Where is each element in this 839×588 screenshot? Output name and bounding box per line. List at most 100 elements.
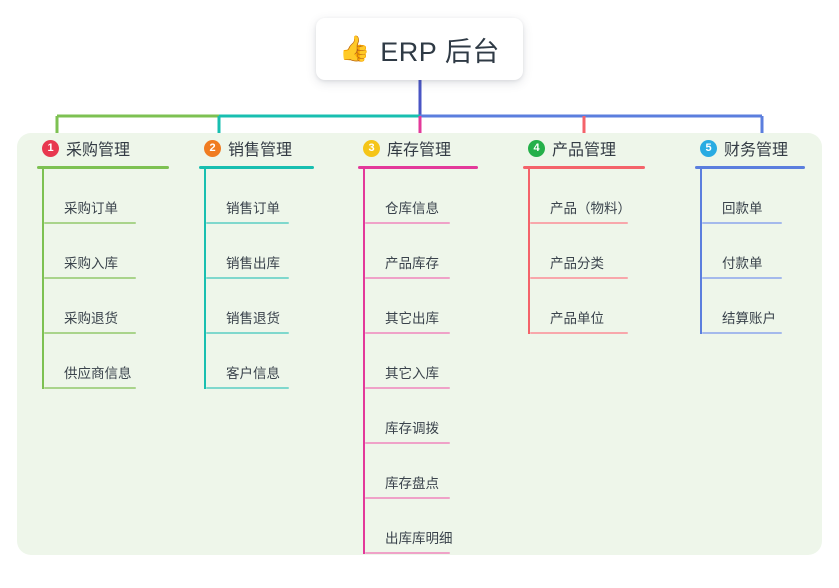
branch-column-5: 5 财务管理回款单付款单结算账户 xyxy=(695,133,805,334)
child-item-underline xyxy=(365,552,450,554)
child-item[interactable]: 客户信息 xyxy=(204,334,314,389)
child-item-underline xyxy=(206,222,289,224)
child-item-label: 销售退货 xyxy=(226,311,280,326)
branch-underline xyxy=(199,166,314,169)
child-item-underline xyxy=(365,222,450,224)
branch-column-1: 1 采购管理采购订单采购入库采购退货供应商信息 xyxy=(37,133,169,389)
child-item-label: 库存盘点 xyxy=(385,476,439,491)
child-item-underline xyxy=(365,332,450,334)
child-item-underline xyxy=(702,222,782,224)
child-item-label: 销售订单 xyxy=(226,201,280,216)
child-item-underline xyxy=(530,222,628,224)
child-item-label: 产品库存 xyxy=(385,256,439,271)
branch-number-badge: 3 xyxy=(363,139,380,157)
child-item[interactable]: 其它出库 xyxy=(363,279,478,334)
root-node-title: ERP 后台 xyxy=(380,36,500,67)
branch-title: 销售管理 xyxy=(228,142,293,159)
child-item-underline xyxy=(44,387,136,389)
child-item-label: 采购订单 xyxy=(64,201,118,216)
child-item-underline xyxy=(530,277,628,279)
branch-underline xyxy=(695,166,805,169)
child-item[interactable]: 付款单 xyxy=(700,224,805,279)
child-item[interactable]: 结算账户 xyxy=(700,279,805,334)
branch-column-3: 3 库存管理仓库信息产品库存其它出库其它入库库存调拨库存盘点出库库明细 xyxy=(358,133,478,554)
child-item[interactable]: 库存盘点 xyxy=(363,444,478,499)
child-item[interactable]: 采购入库 xyxy=(42,224,169,279)
child-item-label: 供应商信息 xyxy=(64,366,132,381)
child-item-label: 客户信息 xyxy=(226,366,280,381)
branch-stem-line xyxy=(528,169,530,334)
child-item-underline xyxy=(702,277,782,279)
branch-children-list: 销售订单销售出库销售退货客户信息 xyxy=(204,169,314,389)
child-item-underline xyxy=(365,442,450,444)
child-item-underline xyxy=(206,332,289,334)
child-item[interactable]: 产品库存 xyxy=(363,224,478,279)
child-item[interactable]: 产品单位 xyxy=(528,279,645,334)
child-item-label: 其它出库 xyxy=(385,311,439,326)
branch-underline xyxy=(37,166,169,169)
child-item-underline xyxy=(206,277,289,279)
branch-title: 财务管理 xyxy=(724,142,789,159)
child-item[interactable]: 供应商信息 xyxy=(42,334,169,389)
child-item-label: 采购退货 xyxy=(64,311,118,326)
branch-stem-line xyxy=(700,169,702,334)
thumbs-up-icon: 👍 xyxy=(339,34,371,63)
child-item-label: 产品分类 xyxy=(550,256,604,271)
branch-number-badge: 1 xyxy=(42,139,59,157)
child-item[interactable]: 回款单 xyxy=(700,169,805,224)
child-item[interactable]: 库存调拨 xyxy=(363,389,478,444)
child-item-underline xyxy=(365,497,450,499)
child-item-label: 采购入库 xyxy=(64,256,118,271)
branch-children-list: 回款单付款单结算账户 xyxy=(700,169,805,334)
child-item-label: 出库库明细 xyxy=(385,531,453,546)
child-item-label: 付款单 xyxy=(722,256,763,271)
child-item-underline xyxy=(44,277,136,279)
branch-header-5[interactable]: 5 财务管理 xyxy=(695,133,805,163)
child-item-label: 销售出库 xyxy=(226,256,280,271)
branch-header-1[interactable]: 1 采购管理 xyxy=(37,133,169,163)
child-item-underline xyxy=(365,277,450,279)
child-item-label: 产品（物料） xyxy=(550,201,631,216)
child-item[interactable]: 产品（物料） xyxy=(528,169,645,224)
child-item[interactable]: 采购订单 xyxy=(42,169,169,224)
branch-title: 库存管理 xyxy=(387,142,452,159)
child-item[interactable]: 销售退货 xyxy=(204,279,314,334)
branch-stem-line xyxy=(204,169,206,389)
branch-underline xyxy=(523,166,645,169)
branch-children-list: 采购订单采购入库采购退货供应商信息 xyxy=(42,169,169,389)
child-item-label: 结算账户 xyxy=(722,311,776,326)
child-item[interactable]: 产品分类 xyxy=(528,224,645,279)
child-item-underline xyxy=(702,332,782,334)
branch-title: 采购管理 xyxy=(66,142,131,159)
branch-title: 产品管理 xyxy=(552,142,617,159)
branch-stem-line xyxy=(363,169,365,554)
branch-children-list: 仓库信息产品库存其它出库其它入库库存调拨库存盘点出库库明细 xyxy=(363,169,478,554)
child-item-label: 其它入库 xyxy=(385,366,439,381)
branch-children-list: 产品（物料） 产品分类产品单位 xyxy=(528,169,645,334)
branch-underline xyxy=(358,166,478,169)
child-item[interactable]: 出库库明细 xyxy=(363,499,478,554)
child-item[interactable]: 销售出库 xyxy=(204,224,314,279)
child-item[interactable]: 仓库信息 xyxy=(363,169,478,224)
root-node-card[interactable]: 👍 ERP 后台 xyxy=(316,18,523,80)
child-item-underline xyxy=(530,332,628,334)
child-item-underline xyxy=(44,222,136,224)
child-item[interactable]: 其它入库 xyxy=(363,334,478,389)
child-item-label: 回款单 xyxy=(722,201,763,216)
branch-stem-line xyxy=(42,169,44,389)
child-item[interactable]: 采购退货 xyxy=(42,279,169,334)
child-item-label: 仓库信息 xyxy=(385,201,439,216)
child-item-underline xyxy=(206,387,289,389)
child-item-label: 库存调拨 xyxy=(385,421,439,436)
branch-header-3[interactable]: 3 库存管理 xyxy=(358,133,478,163)
child-item-label: 产品单位 xyxy=(550,311,604,326)
child-item[interactable]: 销售订单 xyxy=(204,169,314,224)
child-item-underline xyxy=(365,387,450,389)
branch-number-badge: 5 xyxy=(700,139,717,157)
